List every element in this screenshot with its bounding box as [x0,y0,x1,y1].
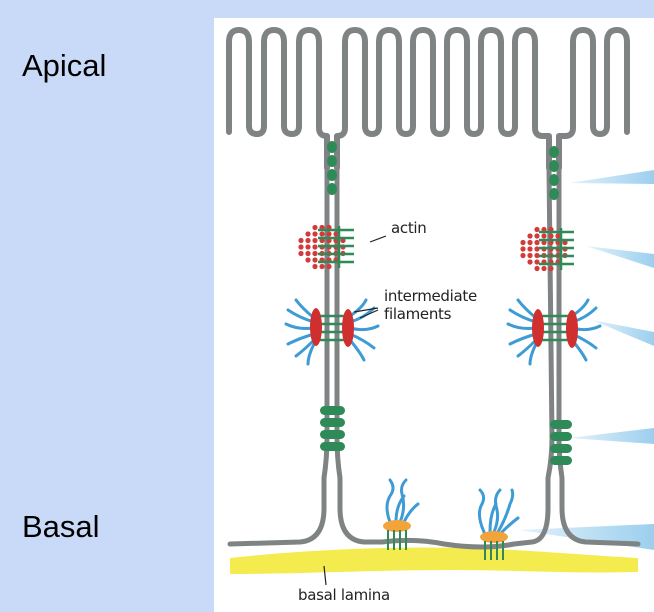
actin-dot [305,244,311,250]
actin-dot [548,265,554,272]
basal-label: Basal [22,509,100,544]
label-leader-lines [323,235,387,586]
microvilli-right-cell-b [556,27,630,171]
pointer-wedge-adherens-junction [586,246,654,268]
lateral-membrane-right-b [556,165,641,547]
lamina-leader-line [323,565,327,586]
apical-membrane [226,27,630,171]
desmosome-plaque-right-b [566,310,578,348]
actin-dot [333,231,339,237]
actin-dot [534,252,540,259]
microvilli-left-cell [226,27,330,171]
actin-dot [312,237,318,244]
diagram-drawing [226,27,654,586]
actin-dot [326,263,332,270]
actin-dot [541,265,547,272]
desmosome-plaque-right-a [532,309,544,347]
actin-dot [312,244,318,250]
actin-dot [520,239,526,246]
actin-dot [305,257,311,263]
actin-leader-line [369,235,387,243]
actin-dot [555,233,561,239]
actin-dot [298,250,304,257]
lateral-membrane-left-b [334,165,555,550]
adherens-linkers-left [318,226,354,268]
actin-dot [534,259,540,265]
actin-dot [534,246,540,252]
actin-dot [305,237,311,244]
actin-dot [298,237,304,244]
pointer-wedge-gap-junction [569,428,654,444]
lateral-membranes [227,165,641,550]
apical-label: Apical [22,48,107,83]
actin-dot [541,233,547,239]
actin-label: actin [391,219,427,237]
intermediate-filaments-label-line2: filaments [384,305,452,323]
desmosome-left [310,308,354,347]
basal-lamina-label: basal lamina [298,586,390,604]
pointer-wedge-desmosome [592,320,654,346]
actin-dot [534,233,540,239]
tight-junction-left [327,141,337,195]
actin-dot [312,224,318,231]
intermediate-filaments-label-line1: intermediate [384,287,477,305]
hemidesmosome-right [477,488,520,560]
actin-dot [527,239,533,246]
basal-lamina-band [230,547,638,574]
pointer-wedge-tight-junction [569,170,654,184]
adherens-linkers-right [539,228,574,270]
tight-junction-right [549,146,559,200]
actin-dot [312,231,318,237]
actin-dot [534,226,540,233]
actin-dot [319,263,325,270]
actin-dot [305,250,311,257]
actin-dot [298,244,304,250]
filaments-leader-line [353,307,379,319]
actin-dot [534,239,540,246]
actin-dot [534,265,540,272]
desmosome-plaque-left-b [342,309,354,347]
actin-dot [312,250,318,257]
actin-dot [527,252,533,259]
actin-dot [326,231,332,237]
actin-dot [548,233,554,239]
actin-dot [520,246,526,252]
gap-junction-left [320,406,345,451]
actin-dot [520,252,526,259]
actin-dot [312,263,318,270]
lateral-membrane-left-a [227,165,330,547]
gap-junction-right [550,420,572,465]
actin-dot [527,246,533,252]
actin-dot [527,233,533,239]
actin-dot [305,231,311,237]
desmosome-plaque-left-a [310,308,322,346]
actin-dot [319,231,325,237]
actin-dot [312,257,318,263]
microvilli-right-cell-a [334,27,552,171]
cell-junction-diagram: actin intermediate filaments basal lamin… [214,18,654,612]
hemidesmosome-left [383,478,420,550]
desmosome-right [532,309,578,348]
actin-dot [527,259,533,265]
